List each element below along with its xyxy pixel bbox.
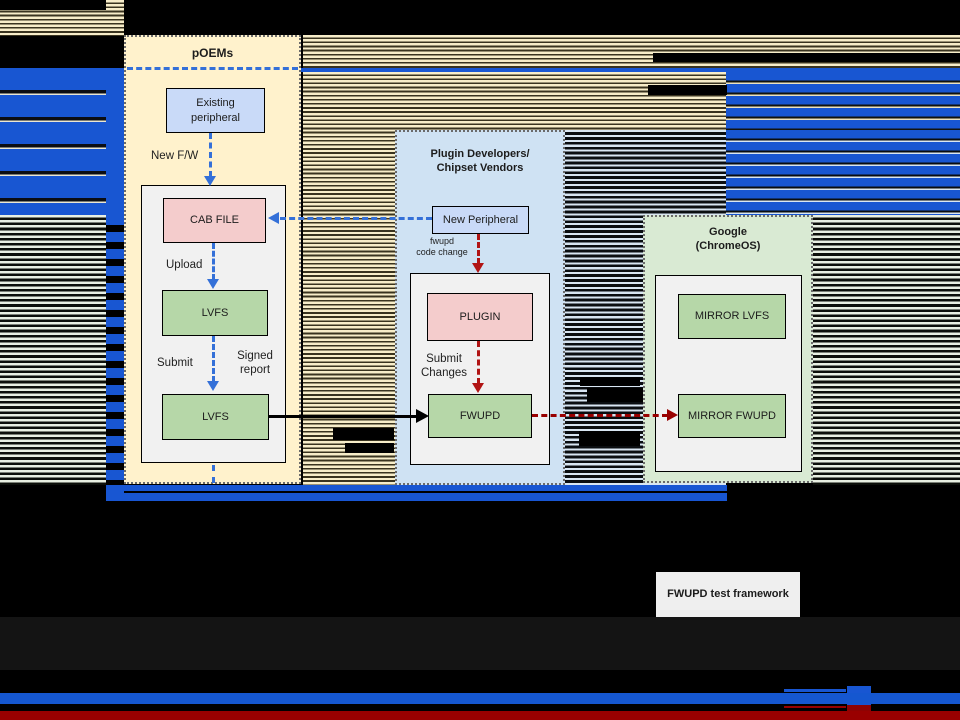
arrow-cab-to-lvfs-head — [207, 279, 219, 289]
panel-plugin-title-line1: Plugin Developers/ — [430, 148, 530, 160]
node-new-peripheral: New Peripheral — [432, 206, 529, 234]
arrow-lvfs-to-fwupd-line — [269, 415, 417, 418]
stripe-tan-mid — [303, 35, 395, 485]
arrow-newperiph-to-plugin-line — [477, 234, 480, 264]
label-new-fw: New F/W — [151, 150, 199, 162]
label-fwupd-code-change-line1: fwupd — [429, 236, 455, 246]
node-fwupd-label: FWUPD — [459, 409, 501, 422]
thin-red-line — [784, 706, 846, 708]
label-submit: Submit — [157, 357, 193, 369]
node-plugin: PLUGIN — [427, 293, 533, 341]
arrow-fwupd-to-mirror-head — [667, 409, 678, 421]
blue-bar-2 — [106, 493, 727, 501]
node-mirror-fwupd-label: MIRROR FWUPD — [688, 409, 776, 422]
arrow-lvfs-to-lvfs-head — [207, 381, 219, 391]
label-signed-report-line2: report — [239, 364, 271, 377]
blue-column-solid — [106, 71, 124, 215]
node-fwupd-test-framework-label: FWUPD test framework — [667, 588, 789, 601]
arrow-existing-to-cab-line — [209, 133, 212, 177]
stripe-blue-right-lower — [726, 130, 960, 215]
node-cab-file: CAB FILE — [163, 198, 266, 243]
arrow-plugin-to-fwupd-head — [472, 383, 484, 393]
stripe-green-right — [813, 215, 960, 485]
dark-band — [0, 617, 960, 670]
node-mirror-fwupd: MIRROR FWUPD — [678, 394, 786, 438]
redaction-blob — [333, 428, 394, 440]
panel-poems-title: pOEMs — [191, 46, 234, 60]
node-lvfs-upload-label: LVFS — [201, 306, 229, 319]
poems-dashed-divider — [127, 67, 298, 70]
label-fwupd-code-change-line2: code change — [416, 247, 468, 258]
node-cab-file-label: CAB FILE — [190, 214, 239, 227]
arrow-newperiph-to-cab-line — [280, 217, 432, 220]
node-lvfs-submit: LVFS — [162, 394, 269, 440]
node-existing-peripheral-label-line1: Existing — [196, 97, 235, 110]
redaction-blob — [653, 53, 960, 62]
blue-bar-bottom — [0, 693, 960, 704]
stripe-blue-right-upper — [726, 72, 960, 130]
stripe-green-left — [0, 215, 106, 485]
panel-google-title-line2: (ChromeOS) — [695, 240, 761, 253]
redaction-blob — [648, 85, 727, 95]
stripe-blue-left — [0, 71, 106, 215]
arrow-plugin-to-fwupd-line — [477, 341, 480, 384]
panel-google-title-line1: Google — [709, 226, 747, 238]
thin-blue-line — [784, 689, 846, 692]
arrow-lvfs-to-lvfs-line — [212, 336, 215, 382]
node-plugin-label: PLUGIN — [459, 310, 501, 323]
node-lvfs-submit-label: LVFS — [202, 410, 229, 423]
poems-bottom-dashed-stub — [212, 465, 215, 483]
arrow-existing-to-cab-head — [204, 176, 216, 186]
red-bar-bottom — [0, 711, 960, 720]
label-submit-changes-line1: Submit — [426, 353, 462, 365]
redaction-blob — [345, 443, 394, 453]
stripe-tan-upper — [395, 35, 726, 130]
arrow-newperiph-to-cab-head — [268, 212, 279, 224]
blue-column-dashed — [106, 215, 124, 501]
blue-bar-1 — [106, 485, 727, 491]
node-mirror-lvfs: MIRROR LVFS — [678, 294, 786, 339]
redaction-blob — [580, 377, 640, 386]
label-signed-report-line1: Signed — [237, 350, 273, 362]
node-fwupd-test-framework: FWUPD test framework — [656, 572, 800, 617]
arrow-lvfs-to-fwupd-head — [416, 409, 429, 423]
node-new-peripheral-label: New Peripheral — [442, 213, 519, 226]
blue-line-top — [0, 68, 960, 72]
arrow-newperiph-to-plugin-head — [472, 263, 484, 273]
panel-plugin-title-line2: Chipset Vendors — [436, 162, 524, 175]
node-lvfs-upload: LVFS — [162, 290, 268, 336]
redaction-blob — [587, 388, 645, 402]
arrow-fwupd-to-mirror-line — [532, 414, 668, 417]
redaction-blob — [579, 431, 640, 446]
node-existing-peripheral-label-line2: peripheral — [191, 111, 240, 124]
label-upload: Upload — [166, 259, 203, 271]
redaction-blob — [0, 0, 106, 10]
node-existing-peripheral: Existing peripheral — [166, 88, 265, 133]
node-fwupd: FWUPD — [428, 394, 532, 438]
node-mirror-lvfs-label: MIRROR LVFS — [694, 310, 770, 323]
label-submit-changes-line2: Changes — [420, 367, 468, 380]
arrow-cab-to-lvfs-line — [212, 243, 215, 280]
